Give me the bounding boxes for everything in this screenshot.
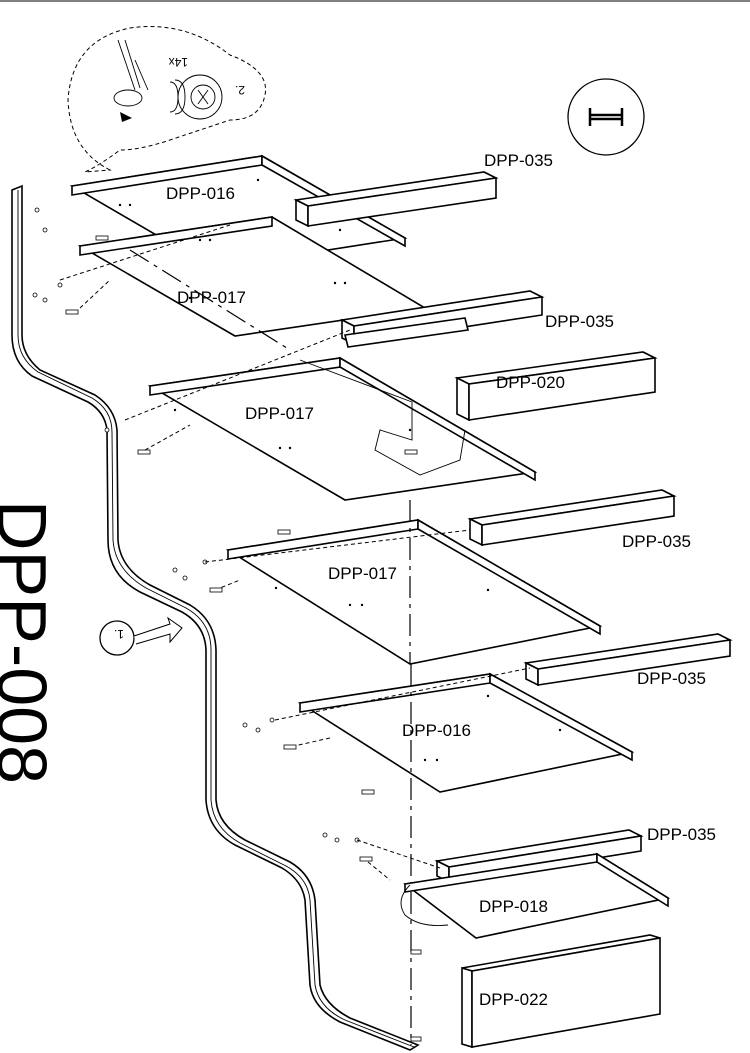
fastener-guides (59, 224, 531, 1042)
quantity-label: 14x (169, 55, 188, 69)
shelf-b: DPP-017 (147, 356, 538, 501)
step-1-label: 1. (114, 627, 124, 641)
step-2-label: 2. (235, 83, 245, 97)
label-shelf-b: DPP-017 (245, 404, 314, 423)
back-rail-2: DPP-035 (339, 290, 614, 348)
label-back-rail-4: DPP-035 (637, 669, 706, 688)
lower-panel: DPP-016 (297, 672, 635, 793)
label-back-rail-1: DPP-035 (484, 151, 553, 170)
label-front-rail: DPP-020 (496, 373, 565, 392)
label-shelf-c: DPP-017 (328, 564, 397, 583)
label-back-rail-2: DPP-035 (545, 312, 614, 331)
back-rail-4: DPP-035 (523, 633, 733, 688)
shelf-a: DPP-017 (77, 216, 428, 351)
label-plinth: DPP-022 (479, 990, 548, 1009)
tool-symbol (567, 78, 645, 156)
label-bottom-panel: DPP-018 (479, 897, 548, 916)
front-rail: DPP-020 (454, 351, 658, 422)
shelf-c: DPP-017 (225, 500, 603, 665)
side-panel (11, 184, 420, 1051)
label-back-rail-3: DPP-035 (622, 532, 691, 551)
label-back-rail-5: DPP-035 (647, 825, 716, 844)
step-1-marker: 1. (99, 616, 183, 656)
detail-callout: 14x 2. (67, 26, 267, 173)
label-shelf-a: DPP-017 (177, 288, 246, 307)
plinth: DPP-022 (461, 934, 661, 1049)
back-rail-1: DPP-035 (293, 151, 553, 228)
label-top-panel: DPP-016 (166, 184, 235, 203)
part-title: DPP-008 (0, 500, 61, 784)
back-rail-3: DPP-035 (467, 489, 691, 551)
bottom-panel: DPP-018 (400, 852, 671, 939)
label-lower-panel: DPP-016 (402, 721, 471, 740)
